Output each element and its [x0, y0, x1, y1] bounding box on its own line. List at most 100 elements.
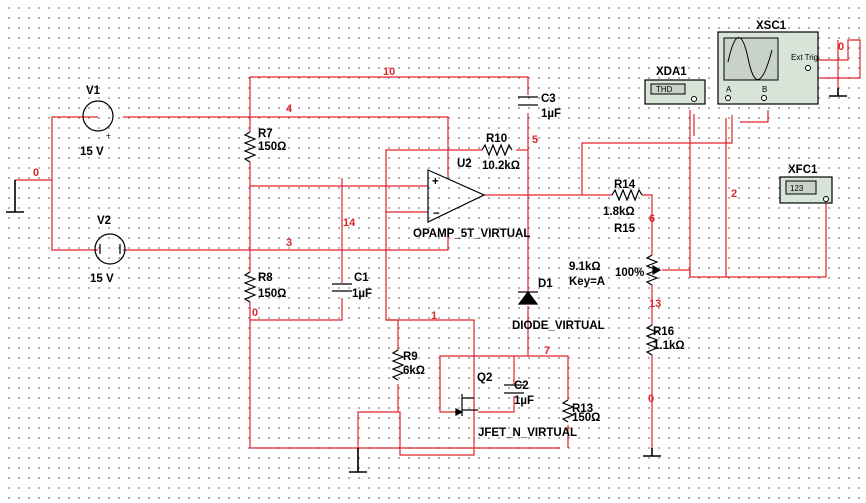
- wire-r13-top: [528, 355, 569, 400]
- r9-ref: R9: [403, 351, 418, 363]
- r10-ref: R10: [486, 133, 507, 145]
- wire-net1: [357, 212, 475, 456]
- u2-ref: U2: [457, 158, 472, 170]
- r8-value: 150Ω: [258, 288, 286, 300]
- xsc1-ch-a: A: [726, 85, 732, 94]
- net-5: 5: [532, 134, 538, 146]
- capacitor-c1[interactable]: C1 1µF: [332, 272, 372, 300]
- net-6: 6: [649, 213, 655, 225]
- wire-scope-b: [740, 110, 769, 123]
- r13-value: 150Ω: [572, 412, 600, 424]
- wire-r9-top: [386, 319, 399, 350]
- potentiometer-r15[interactable]: R15 9.1kΩ Key=A 100%: [569, 223, 662, 288]
- xfc1-display: 123: [790, 184, 804, 193]
- wire-gnd-v1: [15, 116, 98, 181]
- net-7: 7: [544, 345, 550, 357]
- r10-value: 10.2kΩ: [482, 160, 520, 172]
- jfet-q2[interactable]: Q2 JFET_N_VIRTUAL: [455, 372, 577, 439]
- wire-scope-a: [581, 115, 733, 195]
- wires: [15, 39, 861, 470]
- v1-value: 15 V: [80, 146, 104, 158]
- net-1: 1: [431, 310, 437, 322]
- v2-value: 15 V: [90, 273, 114, 285]
- xsc1-ch-b: B: [762, 85, 767, 94]
- c3-ref: C3: [541, 93, 556, 105]
- net-0-right: 0: [838, 41, 844, 53]
- ground-left-icon: [6, 180, 24, 213]
- wire-net10: [249, 76, 529, 122]
- r7-value: 150Ω: [258, 141, 286, 153]
- ground-bottom-icon: [349, 448, 367, 473]
- wire-net4: [123, 116, 449, 178]
- d1-model: DIODE_VIRTUAL: [512, 320, 605, 332]
- net-0-mid: 0: [252, 307, 258, 319]
- ground-symbols: [6, 88, 847, 473]
- resistor-r14[interactable]: R14 1.8kΩ: [603, 179, 643, 218]
- diode-d1[interactable]: D1 DIODE_VIRTUAL: [512, 278, 605, 332]
- r16-ref: R16: [653, 326, 674, 338]
- net-10: 10: [383, 66, 395, 78]
- ground-r16-icon: [643, 448, 661, 457]
- xsc1-ext-trig: Ext Trig: [791, 53, 818, 62]
- v2-ref: V2: [97, 215, 111, 227]
- r14-value: 1.8kΩ: [603, 206, 635, 218]
- r16-value: 1.1kΩ: [653, 340, 685, 352]
- xfc1-ref: XFC1: [788, 164, 818, 176]
- net-14: 14: [343, 217, 356, 229]
- r15-ref: R15: [614, 223, 636, 235]
- u2-model: OPAMP_5T_VIRTUAL: [413, 228, 530, 240]
- r7-ref: R7: [258, 128, 273, 140]
- wire-bottom-return: [249, 302, 560, 449]
- r13-ref: R13: [572, 403, 593, 415]
- c2-ref: C2: [514, 380, 529, 392]
- r15-value: 9.1kΩ: [569, 261, 601, 273]
- wire-net2-xfc: [662, 200, 827, 278]
- resistor-r16[interactable]: R16 1.1kΩ: [645, 324, 685, 356]
- wire-minus-feedback: [385, 149, 482, 213]
- c1-value: 1µF: [352, 288, 372, 300]
- c2-value: 1µF: [514, 395, 534, 407]
- wire-net3: [123, 228, 449, 251]
- r8-ref: R8: [258, 272, 273, 284]
- wire-scope-gnd: [810, 39, 861, 79]
- resistor-r8[interactable]: R8 150Ω: [243, 271, 286, 303]
- ground-right-icon: [829, 88, 847, 97]
- xsc1-ref: XSC1: [756, 20, 787, 32]
- xda1-ref: XDA1: [656, 66, 687, 78]
- net-0-r16: 0: [648, 393, 654, 405]
- wire-c1-bottom: [250, 298, 343, 321]
- wire-net6: [642, 194, 653, 255]
- distortion-analyzer-xda1[interactable]: XDA1 THD: [644, 66, 706, 105]
- net-labels: 0 0 0 0 1 2 3 4 5 6 7 10 13 14: [33, 41, 844, 405]
- resistor-r9[interactable]: R9 6kΩ: [391, 349, 425, 381]
- net-2: 2: [731, 188, 737, 200]
- frequency-counter-xfc1[interactable]: XFC1 123: [779, 164, 833, 204]
- net-13: 13: [649, 298, 661, 310]
- capacitor-c3[interactable]: C3 1µF: [518, 93, 561, 120]
- r15-percent: 100%: [615, 267, 644, 279]
- c1-ref: C1: [354, 272, 369, 284]
- r14-ref: R14: [614, 179, 636, 191]
- wire-net7: [439, 306, 529, 413]
- source-v2[interactable]: V2 15 V: [90, 215, 126, 285]
- source-v1[interactable]: V1 15 V +: [80, 85, 114, 158]
- q2-ref: Q2: [477, 372, 492, 384]
- opamp-u2[interactable]: + − U2 OPAMP_5T_VIRTUAL: [413, 158, 530, 240]
- resistor-r10[interactable]: R10 10.2kΩ: [481, 133, 520, 172]
- v1-ref: V1: [86, 85, 101, 97]
- net-3: 3: [286, 237, 292, 249]
- v1-plus: +: [106, 131, 111, 140]
- resistor-r7[interactable]: R7 150Ω: [243, 128, 286, 163]
- xda1-display: THD: [656, 85, 673, 94]
- wire-gnd-v2: [51, 180, 98, 251]
- opamp-minus-pin: −: [433, 208, 440, 220]
- q2-model: JFET_N_VIRTUAL: [478, 427, 577, 439]
- wire-c2-bottom: [478, 396, 515, 413]
- resistor-r13[interactable]: R13 150Ω: [561, 399, 600, 424]
- oscilloscope-xsc1[interactable]: XSC1 Ext Trig A B: [717, 20, 819, 105]
- net-4: 4: [286, 103, 293, 115]
- c3-value: 1µF: [541, 108, 561, 120]
- capacitor-c2[interactable]: C2 1µF: [504, 380, 534, 407]
